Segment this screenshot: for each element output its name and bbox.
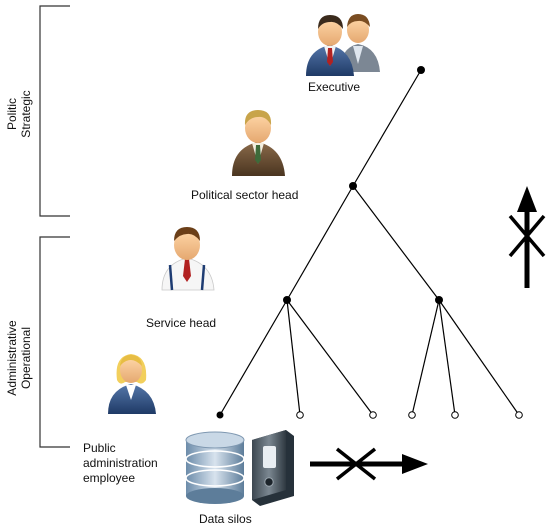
role-label-executive: Executive: [308, 80, 361, 94]
tree-edges: [219, 69, 520, 416]
level-label-line: Administrative: [5, 320, 19, 396]
node-leaf-empty: [369, 411, 377, 419]
node-executive: [417, 66, 425, 74]
bracket-upper: [39, 5, 70, 217]
role-label-service-head: Service head: [146, 316, 217, 330]
role-label-line: administration: [83, 456, 158, 470]
level-label-line: Strategic: [19, 90, 33, 138]
role-label-line: Public: [83, 441, 116, 455]
binder-icon: [252, 430, 294, 506]
level-label-politic-strategic: Politic Strategic: [5, 64, 35, 164]
role-label-employee: Public administration employee: [83, 441, 158, 486]
node-political-sector: [349, 182, 357, 190]
data-silos-label: Data silos: [199, 512, 252, 526]
database-icon: [185, 431, 245, 504]
node-leaf-empty: [515, 411, 523, 419]
node-service-left: [283, 296, 291, 304]
service-man-icon: [161, 227, 215, 291]
role-label-political-sector-head: Political sector head: [191, 188, 299, 202]
node-service-right: [435, 296, 443, 304]
blocked-up-arrow-icon: [508, 186, 546, 288]
businessman-icon: [232, 110, 285, 176]
node-leaf-empty: [408, 411, 416, 419]
two-businessmen-icon: [306, 14, 380, 76]
bracket-lower: [39, 236, 70, 448]
node-leaf-empty: [451, 411, 459, 419]
businesswoman-icon: [108, 354, 156, 414]
role-label-line: employee: [83, 471, 136, 485]
level-label-line: Operational: [19, 326, 33, 390]
node-leaf-empty: [296, 411, 304, 419]
level-label-line: Politic: [5, 98, 19, 131]
node-leaf-filled: [216, 411, 224, 419]
blocked-right-arrow-icon: [310, 447, 428, 481]
level-label-administrative-operational: Administrative Operational: [5, 308, 35, 408]
